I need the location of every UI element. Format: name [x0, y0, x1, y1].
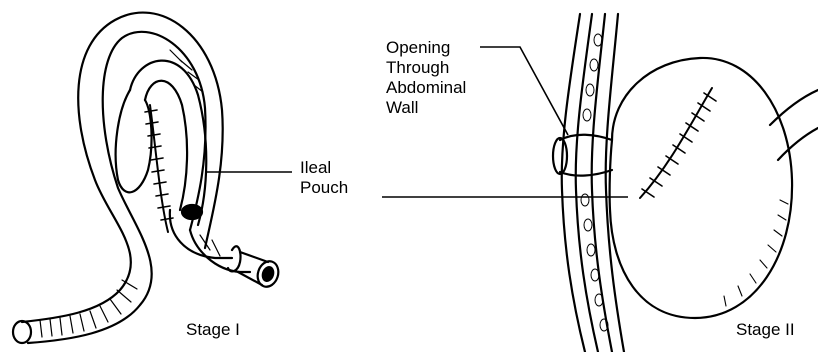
stage-one-stoma-lumen	[261, 266, 275, 282]
stage-one-hatching	[40, 50, 220, 337]
opening-label-line1: Opening	[386, 38, 466, 58]
abdominal-wall-outer	[562, 14, 585, 352]
stage-one-tongue	[116, 90, 152, 192]
stage-one-pocket	[182, 205, 202, 219]
opening-label-line4: Wall	[386, 98, 466, 118]
abdominal-wall-inner	[606, 14, 624, 352]
opening-leader	[480, 47, 568, 135]
stage-two-label: Stage II	[736, 320, 795, 339]
stage-two-stoma-channel-bottom	[560, 170, 612, 176]
stage-one-suture-line	[150, 105, 168, 232]
stage-one-outer-loop	[22, 13, 223, 322]
stage-two-stoma-channel-top	[560, 135, 612, 140]
stage-two-stoma-opening	[553, 138, 567, 174]
stage-one-inner-loop	[28, 32, 206, 343]
ileal-pouch-label: Ileal Pouch	[300, 158, 348, 198]
ileal-pouch-label-line1: Ileal	[300, 158, 348, 178]
stage-two-pouch-body	[610, 58, 792, 318]
stage-one-illustration	[13, 13, 282, 343]
stage-one-label: Stage I	[186, 320, 240, 339]
stage-two-illustration	[553, 14, 818, 352]
stage-one-tube-end	[13, 321, 31, 343]
opening-label: Opening Through Abdominal Wall	[386, 38, 466, 118]
opening-label-line2: Through	[386, 58, 466, 78]
stage-two-exit-limb-top	[770, 90, 818, 125]
opening-label-line3: Abdominal	[386, 78, 466, 98]
ileal-pouch-label-line2: Pouch	[300, 178, 348, 198]
